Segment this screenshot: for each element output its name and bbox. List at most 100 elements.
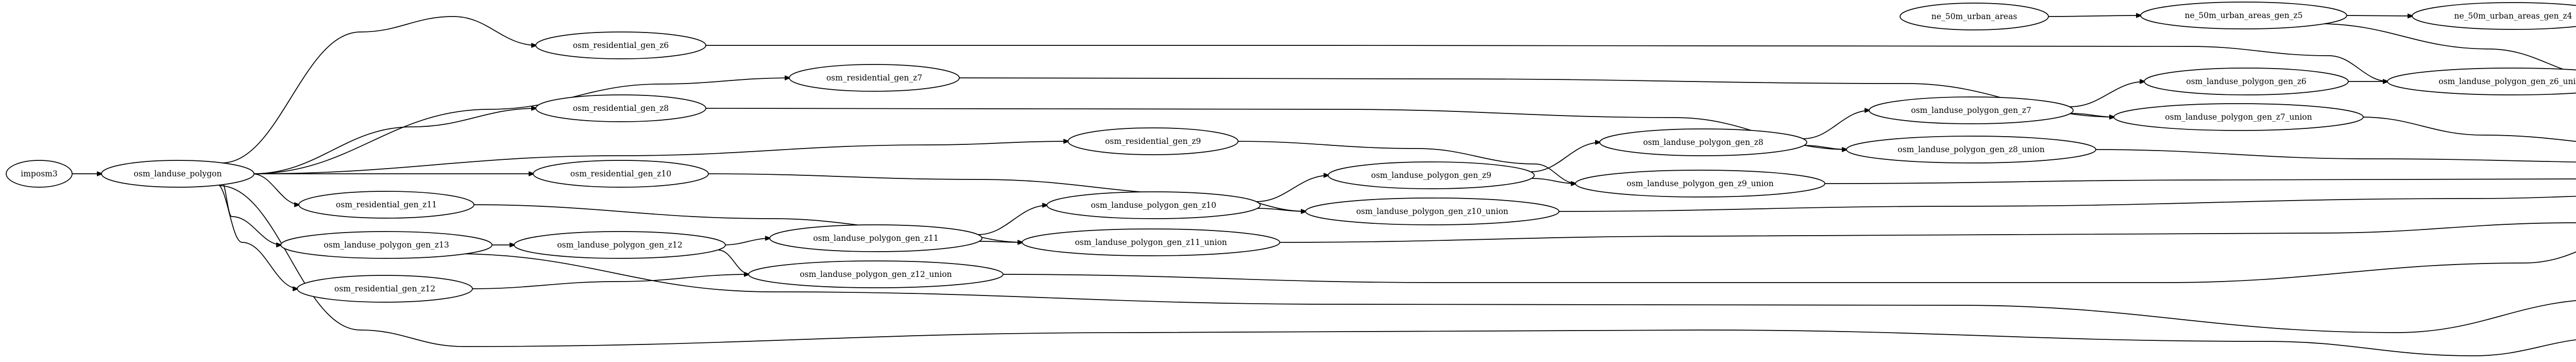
edge-osm_landuse_polygon-to-osm_landuse_polygon_gen_z13 (221, 181, 283, 248)
edge-osm_landuse_polygon_gen_z10_union-to-z10 (1557, 195, 2576, 212)
node-ellipse-osm_landuse_polygon_gen_z7_union (2113, 103, 2364, 131)
edge-osm_landuse_polygon_gen_z12-to-osm_landuse_polygon_gen_z11 (723, 236, 772, 245)
edge-osm_landuse_polygon-to-osm_residential_gen_z12 (216, 183, 300, 291)
node-osm_residential_gen_z6: osm_residential_gen_z6 (535, 31, 706, 59)
edge-osm_landuse_polygon_gen_z9-to-osm_landuse_polygon_gen_z8 (1531, 140, 1602, 172)
node-osm_landuse_polygon_gen_z7_union: osm_landuse_polygon_gen_z7_union (2113, 103, 2364, 131)
node-label-osm_landuse_polygon_gen_z11_union: osm_landuse_polygon_gen_z11_union (1075, 238, 1227, 247)
node-label-osm_landuse_polygon: osm_landuse_polygon (134, 169, 222, 178)
node-ne_50m_urban_areas: ne_50m_urban_areas (1900, 3, 2049, 30)
node-osm_landuse_polygon_gen_z8_union: osm_landuse_polygon_gen_z8_union (1846, 136, 2096, 163)
node-osm_landuse_polygon_gen_z12: osm_landuse_polygon_gen_z12 (514, 231, 726, 259)
node-ellipse-osm_landuse_polygon_gen_z7 (1869, 96, 2074, 124)
node-osm_landuse_polygon_gen_z9: osm_landuse_polygon_gen_z9 (1328, 161, 1535, 189)
edge-osm_landuse_polygon-to-osm_residential_gen_z7 (252, 75, 792, 174)
edge-osm_landuse_polygon-to-osm_residential_gen_z6 (221, 16, 538, 163)
node-label-ne_50m_urban_areas_gen_z5: ne_50m_urban_areas_gen_z5 (2185, 11, 2303, 20)
node-ellipse-osm_residential_gen_z7 (789, 64, 960, 92)
node-osm_residential_gen_z7: osm_residential_gen_z7 (789, 64, 960, 92)
node-osm_landuse_polygon_gen_z8: osm_landuse_polygon_gen_z8 (1599, 128, 1807, 156)
node-ellipse-osm_landuse_polygon_gen_z6 (2144, 68, 2349, 95)
node-ellipse-osm_landuse_polygon_gen_z8 (1599, 128, 1807, 156)
edge-ne_50m_urban_areas-to-ne_50m_urban_areas_gen_z5 (2046, 13, 2143, 18)
edge-ne_50m_urban_areas_gen_z5-to-ne_50m_urban_areas_gen_z4 (2345, 13, 2415, 19)
node-osm_landuse_polygon_gen_z9_union: osm_landuse_polygon_gen_z9_union (1575, 170, 1825, 198)
node-osm_landuse_polygon_gen_z13: osm_landuse_polygon_gen_z13 (280, 231, 493, 259)
node-ellipse-osm_residential_gen_z6 (535, 31, 706, 59)
node-ellipse-osm_landuse_polygon_gen_z13 (280, 231, 493, 259)
node-ne_50m_urban_areas_gen_z4: ne_50m_urban_areas_gen_z4 (2412, 2, 2576, 30)
node-ellipse-ne_50m_urban_areas_gen_z4 (2412, 2, 2576, 30)
node-label-osm_landuse_polygon_gen_z12_union: osm_landuse_polygon_gen_z12_union (800, 270, 952, 279)
node-label-osm_residential_gen_z8: osm_residential_gen_z8 (573, 104, 669, 113)
node-ellipse-ne_50m_urban_areas (1900, 3, 2049, 30)
node-ellipse-osm_landuse_polygon_gen_z9 (1328, 161, 1535, 189)
edge-osm_landuse_polygon_gen_z8-to-osm_landuse_polygon_gen_z7 (1803, 108, 1872, 139)
node-ellipse-osm_landuse_polygon (101, 160, 255, 188)
node-imposm3: imposm3 (6, 160, 73, 188)
edge-osm_residential_gen_z9-to-osm_landuse_polygon_gen_z9_union (1236, 141, 1578, 186)
edge-osm_landuse_polygon_gen_z11_union-to-z11 (1278, 222, 2576, 243)
edge-osm_residential_gen_z12-to-osm_landuse_polygon_gen_z12_union (470, 272, 751, 289)
edge-osm_landuse_polygon_gen_z9_union-to-z9 (1823, 178, 2576, 184)
node-osm_residential_gen_z11: osm_residential_gen_z11 (298, 191, 474, 219)
node-osm_landuse_polygon_gen_z6: osm_landuse_polygon_gen_z6 (2144, 68, 2349, 95)
node-label-osm_residential_gen_z11: osm_residential_gen_z11 (336, 200, 437, 209)
edge-osm_residential_gen_z8-to-osm_landuse_polygon_gen_z8_union (704, 108, 1849, 152)
node-label-osm_landuse_polygon_gen_z13: osm_landuse_polygon_gen_z13 (324, 240, 449, 250)
node-ellipse-osm_landuse_polygon_gen_z12_union (748, 260, 1004, 288)
node-label-osm_landuse_polygon_gen_z12: osm_landuse_polygon_gen_z12 (557, 240, 682, 250)
node-label-osm_landuse_polygon_gen_z10_union: osm_landuse_polygon_gen_z10_union (1356, 207, 1508, 216)
node-ne_50m_urban_areas_gen_z5: ne_50m_urban_areas_gen_z5 (2140, 2, 2347, 29)
node-ellipse-imposm3 (6, 160, 73, 188)
edge-ne_50m_urban_areas_gen_z5-to-z5 (2318, 23, 2576, 74)
edge-osm_residential_gen_z6-to-osm_landuse_polygon_gen_z6_union (704, 45, 2390, 84)
edge-osm_landuse_polygon_gen_z8_union-to-z8 (2094, 149, 2576, 163)
node-label-osm_landuse_polygon_gen_z7_union: osm_landuse_polygon_gen_z7_union (2165, 112, 2312, 122)
edge-osm_landuse_polygon_gen_z13-to-z13 (453, 253, 2576, 333)
edge-osm_landuse_polygon_gen_z11-to-osm_landuse_polygon_gen_z10 (977, 203, 1049, 235)
node-ellipse-osm_landuse_polygon_gen_z11_union (1022, 228, 1280, 256)
node-label-osm_residential_gen_z10: osm_residential_gen_z10 (570, 169, 671, 178)
node-label-osm_landuse_polygon_gen_z6_union: osm_landuse_polygon_gen_z6_union (2438, 77, 2576, 86)
node-osm_residential_gen_z12: osm_residential_gen_z12 (297, 275, 473, 303)
node-osm_landuse_polygon_gen_z10: osm_landuse_polygon_gen_z10 (1046, 191, 1261, 219)
node-label-osm_landuse_polygon_gen_z11: osm_landuse_polygon_gen_z11 (813, 234, 938, 243)
node-ellipse-osm_landuse_polygon_gen_z6_union (2387, 68, 2576, 95)
node-ellipse-osm_residential_gen_z11 (298, 191, 474, 219)
node-ellipse-ne_50m_urban_areas_gen_z5 (2140, 2, 2347, 29)
node-osm_landuse_polygon_gen_z10_union: osm_landuse_polygon_gen_z10_union (1305, 198, 1560, 225)
node-osm_residential_gen_z9: osm_residential_gen_z9 (1067, 127, 1239, 155)
edge-osm_landuse_polygon_gen_z12_union-to-z12 (1001, 251, 2576, 283)
node-osm_residential_gen_z10: osm_residential_gen_z10 (533, 160, 709, 188)
node-ellipse-osm_residential_gen_z8 (535, 94, 706, 122)
edge-osm_landuse_polygon_gen_z7_union-to-z7 (2361, 117, 2576, 142)
node-ellipse-osm_residential_gen_z9 (1067, 127, 1239, 155)
node-osm_landuse_polygon_gen_z12_union: osm_landuse_polygon_gen_z12_union (748, 260, 1004, 288)
node-label-osm_landuse_polygon_gen_z9: osm_landuse_polygon_gen_z9 (1371, 171, 1492, 180)
node-osm_landuse_polygon_gen_z6_union: osm_landuse_polygon_gen_z6_union (2387, 68, 2576, 95)
node-label-osm_landuse_polygon_gen_z8: osm_landuse_polygon_gen_z8 (1643, 138, 1764, 147)
node-ellipse-osm_landuse_polygon_gen_z8_union (1846, 136, 2096, 163)
node-label-imposm3: imposm3 (21, 169, 57, 178)
edge-osm_landuse_polygon_gen_z10-to-osm_landuse_polygon_gen_z9 (1256, 173, 1331, 202)
node-label-ne_50m_urban_areas_gen_z4: ne_50m_urban_areas_gen_z4 (2454, 11, 2572, 21)
node-ellipse-osm_landuse_polygon_gen_z12 (514, 231, 726, 259)
node-label-osm_landuse_polygon_gen_z9_union: osm_landuse_polygon_gen_z9_union (1626, 179, 1774, 188)
node-osm_landuse_polygon: osm_landuse_polygon (101, 160, 255, 188)
node-label-osm_residential_gen_z7: osm_residential_gen_z7 (826, 73, 922, 83)
node-label-osm_residential_gen_z12: osm_residential_gen_z12 (334, 284, 435, 293)
node-label-osm_landuse_polygon_gen_z7: osm_landuse_polygon_gen_z7 (1911, 106, 2031, 115)
node-ellipse-osm_landuse_polygon_gen_z10 (1046, 191, 1261, 219)
node-osm_residential_gen_z8: osm_residential_gen_z8 (535, 94, 706, 122)
node-osm_landuse_polygon_gen_z11: osm_landuse_polygon_gen_z11 (769, 224, 982, 252)
node-ellipse-osm_landuse_polygon_gen_z10_union (1305, 198, 1560, 225)
node-label-osm_landuse_polygon_gen_z6: osm_landuse_polygon_gen_z6 (2186, 77, 2307, 86)
node-osm_landuse_polygon_gen_z7: osm_landuse_polygon_gen_z7 (1869, 96, 2074, 124)
node-osm_landuse_polygon_gen_z11_union: osm_landuse_polygon_gen_z11_union (1022, 228, 1280, 256)
edge-osm_residential_gen_z7-to-osm_landuse_polygon_gen_z7_union (957, 77, 2116, 120)
node-label-osm_residential_gen_z9: osm_residential_gen_z9 (1105, 137, 1201, 146)
node-label-osm_landuse_polygon_gen_z10: osm_landuse_polygon_gen_z10 (1091, 201, 1216, 210)
edge-osm_landuse_polygon_gen_z7-to-osm_landuse_polygon_gen_z6 (2070, 79, 2147, 107)
